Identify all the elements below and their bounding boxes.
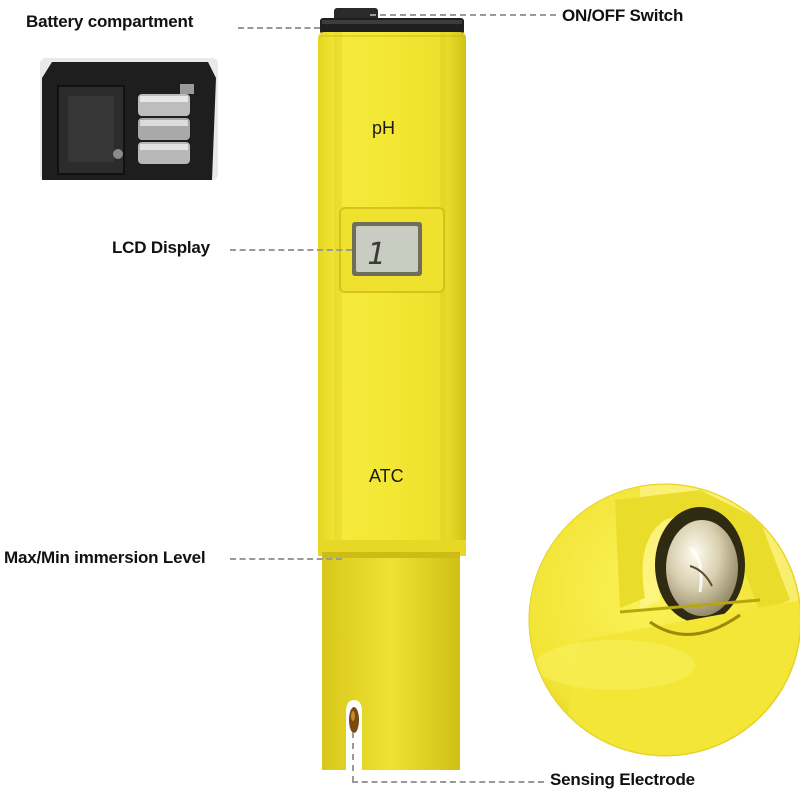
ph-label: pH	[372, 118, 395, 138]
on-off-leader-line	[370, 14, 556, 16]
lcd-screen	[356, 226, 418, 272]
battery-compartment-photo	[40, 58, 218, 180]
immersion-level-label: Max/Min immersion Level	[4, 548, 206, 567]
lcd-display-label: LCD Display	[112, 238, 210, 257]
probe-section	[322, 552, 460, 770]
electrode-closeup-photo	[528, 483, 800, 757]
electrode-leader-horizontal	[352, 781, 544, 783]
battery-leader-line	[238, 27, 320, 29]
atc-label: ATC	[369, 466, 404, 486]
lcd-reading: 1	[367, 237, 385, 272]
sensing-electrode-label: Sensing Electrode	[550, 770, 695, 789]
on-off-switch-label: ON/OFF Switch	[562, 6, 684, 25]
battery-compartment-label: Battery compartment	[26, 12, 194, 31]
on-off-switch-cap	[320, 8, 464, 34]
ph-meter-body: 1 pH ATC	[318, 8, 466, 770]
electrode-leader-vertical	[352, 732, 354, 782]
immersion-leader-line	[230, 558, 342, 560]
lcd-leader-line	[230, 249, 352, 251]
battery-cells-icon	[138, 94, 190, 164]
